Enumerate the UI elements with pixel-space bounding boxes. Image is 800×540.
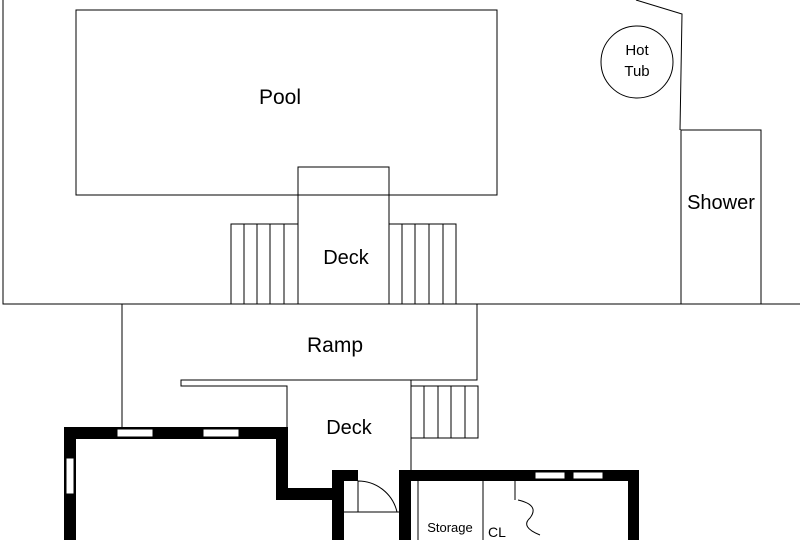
closet-label: CL: [488, 524, 506, 540]
shower-label: Shower: [687, 192, 755, 214]
window-left-side: [65, 457, 75, 495]
storage-label: Storage: [427, 520, 473, 535]
window-right-2: [572, 471, 604, 480]
ramp: Ramp: [121, 304, 478, 470]
upper-deck-label: Deck: [323, 247, 370, 269]
pool-label: Pool: [259, 86, 301, 109]
hot-tub: Hot Tub: [600, 25, 674, 99]
window-right-1: [534, 471, 566, 480]
lower-deck-label: Deck: [326, 417, 373, 439]
shower: Shower: [680, 129, 762, 305]
patio-outline: [2, 0, 800, 305]
window-top-mid: [202, 428, 240, 438]
entry-door-swing: [357, 480, 398, 513]
lower-stairs: [410, 385, 479, 439]
closet-door-swing: [517, 499, 541, 536]
window-top-left: [116, 428, 154, 438]
right-stairs: [388, 223, 457, 305]
upper-deck: Deck: [297, 166, 390, 305]
hot-tub-label-line1: Hot: [625, 42, 649, 59]
house-walls: [64, 427, 639, 540]
interior-labels: Storage CL: [427, 520, 506, 540]
pool: Pool: [75, 9, 498, 196]
windows: [65, 428, 604, 495]
left-stairs: [230, 223, 299, 305]
lower-deck: Deck: [326, 380, 412, 470]
doors: [357, 480, 541, 536]
ramp-label: Ramp: [307, 334, 363, 357]
hot-tub-label-line2: Tub: [624, 63, 649, 80]
